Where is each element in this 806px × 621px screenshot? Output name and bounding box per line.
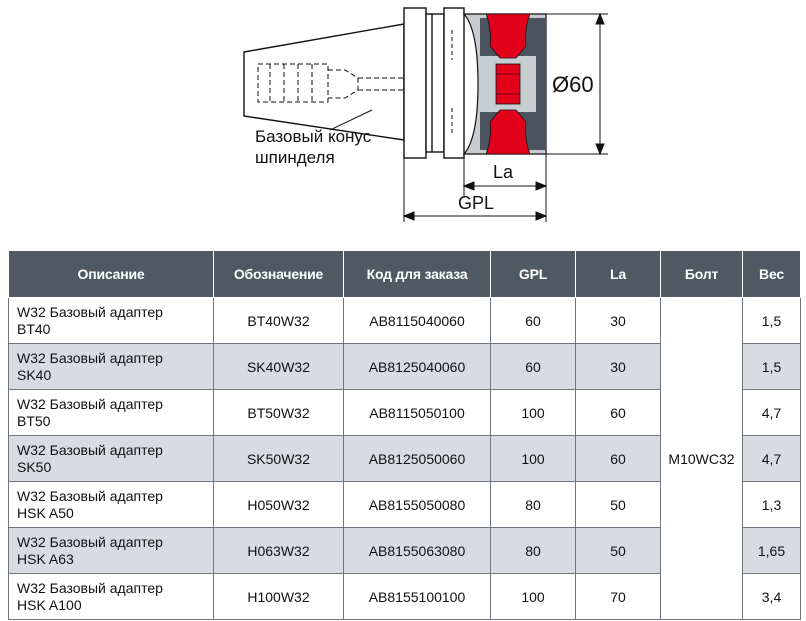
cell-designation: BT40W32 — [213, 297, 344, 344]
cone-label-line2: шпинделя — [255, 148, 335, 167]
col-header-la: La — [575, 250, 661, 298]
desc-line2: HSK A100 — [17, 596, 82, 613]
cell-bolt: M10WC32 — [660, 297, 743, 620]
adapter-technical-drawing: Базовый конус шпинделя Ø60 La GPL — [243, 7, 608, 222]
cell-order-code: AB8115040060 — [343, 297, 491, 344]
red-center-bolt — [495, 63, 521, 105]
cell-la: 30 — [575, 297, 661, 344]
desc-line1: W32 Базовый адаптер — [17, 303, 163, 320]
cell-gpl: 80 — [490, 481, 576, 528]
cell-weight: 1,3 — [742, 481, 801, 528]
cell-weight: 3,4 — [742, 573, 801, 620]
cell-gpl: 80 — [490, 527, 576, 574]
adapter-head — [462, 13, 547, 155]
table-header-row: Описание Обозначение Код для заказа GPL … — [8, 250, 801, 298]
la-label: La — [493, 162, 514, 182]
cell-designation: SK50W32 — [213, 435, 344, 482]
cell-la: 60 — [575, 435, 661, 482]
cell-gpl: 100 — [490, 389, 576, 436]
col-header-order-code: Код для заказа — [343, 250, 491, 298]
desc-line1: W32 Базовый адаптер — [17, 349, 163, 366]
desc-line1: W32 Базовый адаптер — [17, 579, 163, 596]
gpl-dimension — [402, 158, 548, 222]
diameter-label: Ø60 — [552, 72, 594, 97]
la-dimension — [462, 154, 548, 222]
taper-cone — [243, 23, 405, 141]
desc-line1: W32 Базовый адаптер — [17, 487, 163, 504]
cell-weight: 1,65 — [742, 527, 801, 574]
col-header-gpl: GPL — [490, 250, 576, 298]
desc-line2: BT50 — [17, 412, 51, 429]
cell-designation: BT50W32 — [213, 389, 344, 436]
cell-order-code: AB8155100100 — [343, 573, 491, 620]
col-header-weight: Вес — [742, 250, 801, 298]
cell-la: 60 — [575, 389, 661, 436]
cell-la: 30 — [575, 343, 661, 390]
cell-order-code: AB8155050080 — [343, 481, 491, 528]
cell-la: 70 — [575, 573, 661, 620]
cell-gpl: 100 — [490, 573, 576, 620]
upper-red-bearing — [485, 13, 531, 59]
cell-la: 50 — [575, 527, 661, 574]
col-header-description: Описание — [8, 250, 214, 298]
desc-line1: W32 Базовый адаптер — [17, 395, 163, 412]
diameter-dimension — [546, 12, 608, 156]
cell-order-code: AB8155063080 — [343, 527, 491, 574]
cell-order-code: AB8125050060 — [343, 435, 491, 482]
cell-designation: H063W32 — [213, 527, 344, 574]
col-header-bolt: Болт — [660, 250, 743, 298]
desc-line2: SK40 — [17, 366, 52, 383]
flange — [403, 7, 427, 159]
cell-weight: 4,7 — [742, 389, 801, 436]
cell-gpl: 60 — [490, 297, 576, 344]
cell-order-code: AB8125040060 — [343, 343, 491, 390]
desc-line2: HSK A50 — [17, 504, 74, 521]
cell-designation: SK40W32 — [213, 343, 344, 390]
cell-la: 50 — [575, 481, 661, 528]
cell-gpl: 100 — [490, 435, 576, 482]
cell-designation: H100W32 — [213, 573, 344, 620]
gpl-label: GPL — [458, 193, 494, 213]
desc-line2: HSK A63 — [17, 550, 74, 567]
desc-line2: BT40 — [17, 320, 51, 337]
desc-line1: W32 Базовый адаптер — [17, 533, 163, 550]
cell-weight: 1,5 — [742, 343, 801, 390]
cell-weight: 1,5 — [742, 297, 801, 344]
cell-weight: 4,7 — [742, 435, 801, 482]
cell-gpl: 60 — [490, 343, 576, 390]
cone-label-leader — [329, 109, 373, 131]
cone-label-line1: Базовый конус — [255, 127, 372, 146]
lower-red-bearing — [485, 109, 531, 155]
cell-order-code: AB8115050100 — [343, 389, 491, 436]
spec-table: Описание Обозначение Код для заказа GPL … — [8, 250, 801, 620]
desc-line1: W32 Базовый адаптер — [17, 441, 163, 458]
col-header-designation: Обозначение — [213, 250, 344, 298]
desc-line2: SK50 — [17, 458, 52, 475]
cell-designation: H050W32 — [213, 481, 344, 528]
